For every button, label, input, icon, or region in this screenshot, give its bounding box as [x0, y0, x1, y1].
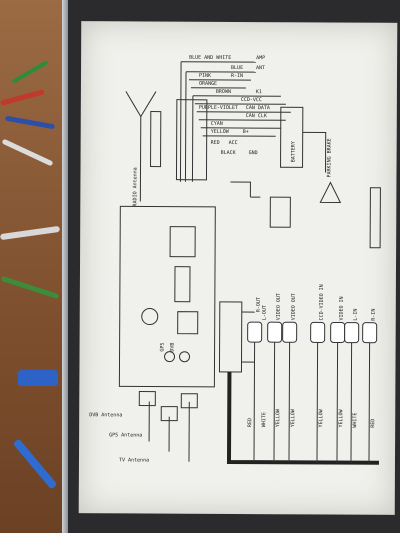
rca-color-0: RED	[370, 419, 376, 428]
rca-signal-3: CCD-VIDEO IN	[319, 284, 325, 320]
rca-color-6: WHITE	[261, 412, 267, 427]
signal-label-0: AMP	[256, 55, 265, 61]
wire-label-6: PURPLE-VIOLET	[199, 105, 238, 111]
gps-antenna-label: GPS Antenna	[109, 432, 142, 438]
tv-antenna-label: TV Antenna	[119, 457, 149, 463]
wire-label-1: BLUE	[231, 65, 243, 71]
rca-signal-7: R-OUT	[256, 297, 262, 312]
rca-color-2: YELLOW	[338, 408, 344, 427]
wire-label-9: YELLOW	[211, 129, 230, 135]
rca-color-1: WHITE	[352, 413, 358, 428]
signal-label-9: B+	[243, 129, 249, 135]
radio-antenna-label: RADIO Antenna	[132, 167, 138, 206]
wire-label-0: BLUE AND WHITE	[189, 55, 231, 61]
port-dvb-label: DVB	[170, 343, 176, 352]
signal-label-10: ACC	[229, 140, 238, 146]
wire-label-10: RED	[211, 140, 220, 146]
port-gps-label: GPS	[160, 343, 166, 352]
rca-signal-2: VIDEO IN	[339, 296, 345, 320]
signal-label-2: R-IN	[231, 73, 243, 79]
rca-color-7: RED	[247, 418, 253, 427]
wire-label-3: ORANGE	[199, 81, 217, 87]
rca-color-4: YELLOW	[290, 408, 296, 427]
wire-label-11: BLACK	[221, 150, 236, 156]
rca-signal-1: L-IN	[353, 309, 359, 321]
battery-label: BATTERY	[291, 141, 297, 162]
wiring-diagram-label: BLUE AND WHITE AMP BLUE ANT PINK R-IN OR…	[78, 21, 398, 515]
signal-label-1: ANT	[256, 65, 265, 71]
parking-brake-label: PARKING BRAKE	[326, 138, 332, 177]
blue-connector	[18, 370, 58, 386]
signal-label-11: GND	[249, 150, 258, 156]
wire-label-8: CYAN	[211, 121, 223, 127]
wire-label-4: BROWN	[216, 89, 231, 95]
rca-color-5: YELLOW	[275, 408, 281, 427]
signal-label-7: CAN CLK	[246, 113, 267, 119]
rca-signal-4: VIDEO OUT	[291, 293, 297, 320]
rca-color-3: YELLOW	[318, 408, 324, 427]
wire-label-2: PINK	[199, 73, 211, 79]
signal-label-6: CAN DATA	[246, 105, 270, 111]
rca-signal-0: R-IN	[371, 309, 377, 321]
rca-signal-6: L-OUT	[262, 305, 268, 320]
rca-signal-5: VIDEO OUT	[276, 293, 282, 320]
metal-edge	[62, 0, 68, 533]
signal-label-4: K1	[256, 89, 262, 95]
dvb-antenna-label: DVB Antenna	[89, 412, 122, 418]
wiring-diagram: BLUE AND WHITE AMP BLUE ANT PINK R-IN OR…	[89, 55, 381, 465]
signal-label-5: CCD-VCC	[241, 97, 262, 103]
